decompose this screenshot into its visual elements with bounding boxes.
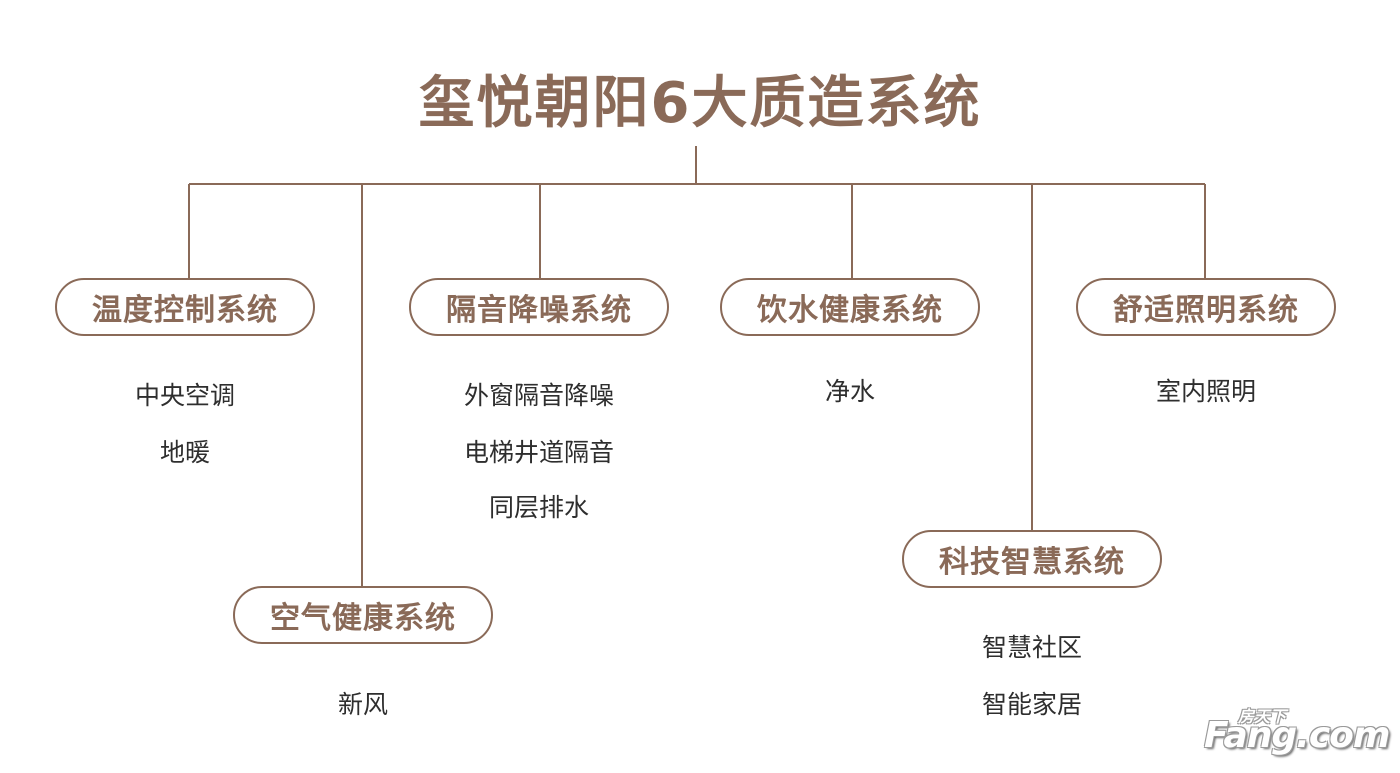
list-item: 新风 <box>337 690 388 719</box>
list-item: 中央空调 <box>134 381 235 410</box>
system-node-smart: 科技智慧系统 <box>902 530 1162 588</box>
list-item: 地暖 <box>159 438 210 467</box>
list-item: 净水 <box>824 377 875 406</box>
system-node-sound: 隔音降噪系统 <box>409 278 669 336</box>
watermark-cn: 房天下 <box>1238 707 1287 726</box>
fang-watermark-logo: 房天下 Fang.com <box>1200 703 1390 763</box>
system-node-air: 空气健康系统 <box>233 586 493 644</box>
system-node-water: 饮水健康系统 <box>720 278 980 336</box>
list-item: 电梯井道隔音 <box>463 438 614 467</box>
system-node-temperature: 温度控制系统 <box>55 278 315 336</box>
list-item: 室内照明 <box>1155 377 1256 406</box>
system-node-lighting: 舒适照明系统 <box>1076 278 1336 336</box>
list-item: 同层排水 <box>488 493 589 522</box>
list-item: 智能家居 <box>981 690 1082 719</box>
list-item: 外窗隔音降噪 <box>463 381 614 410</box>
diagram-title: 玺悦朝阳6大质造系统 <box>418 71 982 136</box>
watermark-en: Fang.com <box>1204 715 1390 756</box>
list-item: 智慧社区 <box>981 633 1082 662</box>
